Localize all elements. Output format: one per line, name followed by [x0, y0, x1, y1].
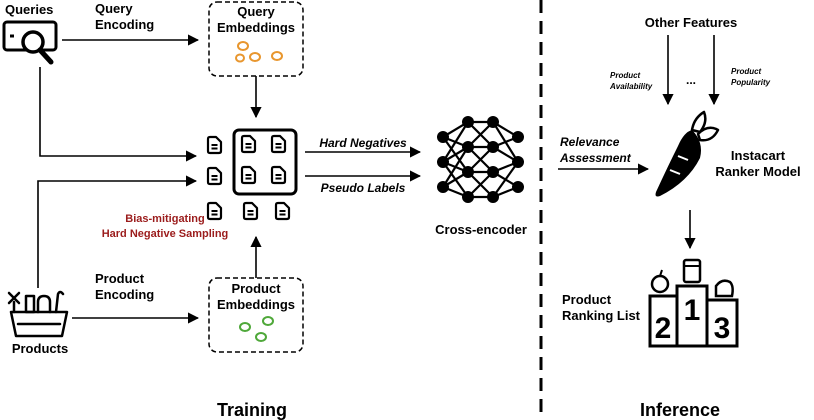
podium-second: 2: [655, 312, 672, 345]
query-encoding-label-2: Encoding: [95, 17, 154, 32]
query-embedding-circles: [235, 41, 283, 63]
product-popularity-label-2: Popularity: [731, 78, 771, 87]
product-embeddings-label-1: Product: [231, 281, 281, 296]
product-availability-label-2: Availability: [609, 82, 653, 91]
ranker-model-label-2: Ranker Model: [715, 164, 800, 179]
ranking-list-label-1: Product: [562, 292, 612, 307]
neural-network-nodes: [437, 116, 524, 203]
query-embeddings-label-2: Embeddings: [217, 20, 295, 35]
ranker-model-label-1: Instacart: [731, 148, 786, 163]
query-embeddings-label-1: Query: [237, 4, 275, 19]
product-encoding-label-1: Product: [95, 271, 145, 286]
document-grid: [206, 128, 298, 221]
products-label: Products: [12, 341, 68, 356]
product-availability-label-1: Product: [610, 71, 641, 80]
bias-label-1: Bias-mitigating: [125, 213, 204, 225]
grocery-basket-icon: [7, 290, 69, 338]
bias-label-2: Hard Negative Sampling: [102, 228, 229, 240]
carrot-icon: [655, 110, 720, 197]
neural-network-icon: [442, 120, 519, 199]
query-encoding-label-1: Query: [95, 1, 133, 16]
arrow-products-to-docs: [37, 175, 198, 288]
magnifier-icon: [2, 20, 58, 65]
hard-negatives-label: Hard Negatives: [319, 136, 407, 150]
relevance-assessment-label-1: Relevance: [560, 135, 620, 149]
pseudo-labels-label: Pseudo Labels: [321, 181, 406, 195]
ellipsis-label: ...: [686, 73, 696, 87]
podium-third: 3: [714, 312, 731, 345]
other-features-label: Other Features: [645, 15, 737, 30]
relevance-assessment-label-2: Assessment: [559, 151, 632, 165]
arrow-queries-to-docs: [39, 67, 198, 162]
ranking-list-label-2: Ranking List: [562, 308, 641, 323]
product-encoding-label-2: Encoding: [95, 287, 154, 302]
product-popularity-label-1: Product: [731, 67, 762, 76]
podium-first: 1: [684, 294, 701, 327]
podium-icon: [648, 258, 739, 348]
query-embeddings-box: [208, 1, 304, 77]
product-embeddings-box: [208, 277, 304, 353]
product-embedding-circles: [239, 316, 274, 342]
training-title: Training: [217, 400, 287, 420]
queries-label: Queries: [5, 2, 53, 17]
inference-title: Inference: [640, 400, 720, 420]
cross-encoder-label: Cross-encoder: [435, 222, 527, 237]
product-embeddings-label-2: Embeddings: [217, 297, 295, 312]
